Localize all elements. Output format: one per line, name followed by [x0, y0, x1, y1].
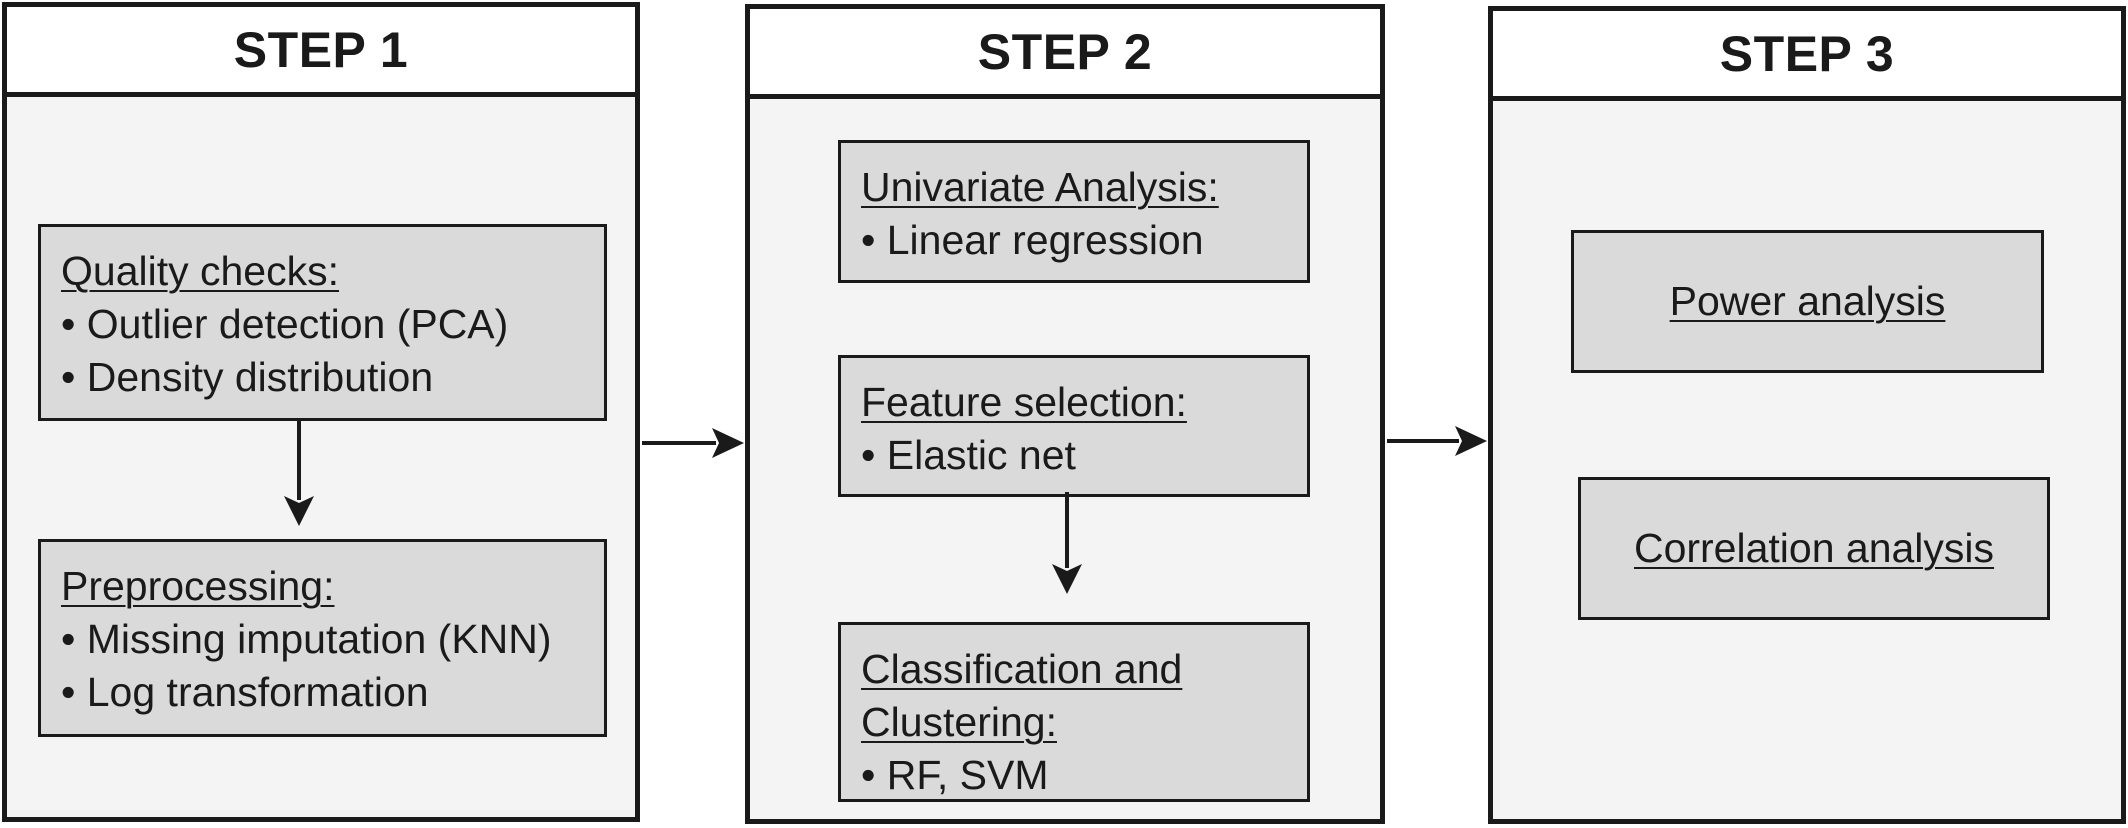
arrow-step1-to-step2 — [642, 428, 744, 458]
density-distribution-item: Density distribution — [61, 351, 604, 404]
power-analysis-box: Power analysis — [1571, 230, 2044, 373]
correlation-analysis-box: Correlation analysis — [1578, 477, 2050, 620]
step-3-panel: STEP 3 Power analysis Correlation analys… — [1488, 6, 2126, 824]
missing-imputation-item: Missing imputation (KNN) — [61, 613, 604, 666]
log-transformation-item: Log transformation — [61, 666, 604, 719]
step-2-title: STEP 2 — [750, 9, 1380, 99]
correlation-analysis-heading: Correlation analysis — [1633, 525, 1995, 571]
preprocessing-box: Preprocessing: Missing imputation (KNN) … — [38, 539, 607, 737]
linear-regression-item: Linear regression — [861, 214, 1307, 267]
quality-checks-box: Quality checks: Outlier detection (PCA) … — [38, 224, 607, 421]
step-1-panel: STEP 1 Quality checks: Outlier detection… — [2, 2, 640, 822]
quality-checks-heading: Quality checks: — [61, 248, 339, 294]
step-2-panel: STEP 2 Univariate Analysis: Linear regre… — [745, 4, 1385, 824]
classification-clustering-box: Classification and Clustering: RF, SVM — [838, 622, 1310, 802]
power-analysis-heading: Power analysis — [1669, 278, 1946, 324]
preprocessing-heading: Preprocessing: — [61, 563, 335, 609]
classification-heading-line-2: Clustering: — [861, 699, 1057, 745]
univariate-analysis-heading: Univariate Analysis: — [861, 164, 1219, 210]
feature-selection-box: Feature selection: Elastic net — [838, 355, 1310, 497]
arrow-step2-to-step3 — [1387, 426, 1487, 456]
step-1-title: STEP 1 — [7, 7, 635, 97]
outlier-detection-item: Outlier detection (PCA) — [61, 298, 604, 351]
feature-selection-heading: Feature selection: — [861, 379, 1187, 425]
classification-heading-line-1: Classification and — [861, 646, 1183, 692]
arrow-feature-to-classification — [1052, 492, 1082, 594]
elastic-net-item: Elastic net — [861, 429, 1307, 482]
arrow-quality-to-preprocessing — [284, 419, 314, 526]
step-3-title: STEP 3 — [1493, 11, 2121, 101]
rf-svm-item: RF, SVM — [861, 749, 1307, 802]
univariate-analysis-box: Univariate Analysis: Linear regression — [838, 140, 1310, 283]
